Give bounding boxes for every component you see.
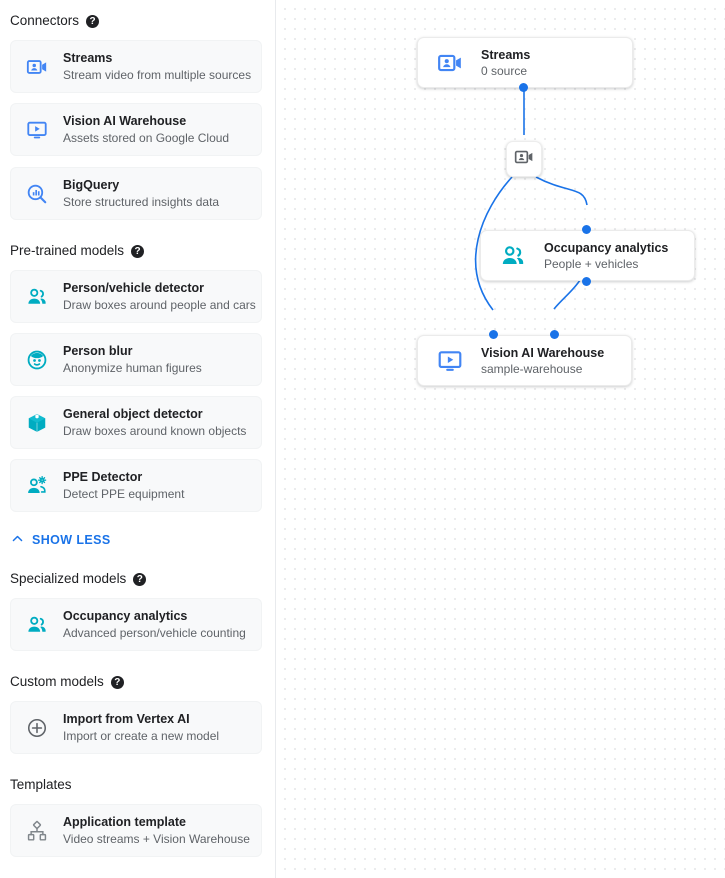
edge-badge-to-occupancy xyxy=(535,176,588,206)
cube-box-icon xyxy=(25,411,49,435)
graph-node-title: Occupancy analytics xyxy=(544,240,669,255)
help-icon[interactable]: ? xyxy=(86,14,100,28)
component-palette-sidebar: Connectors ? Streams Stream video from m… xyxy=(0,0,276,878)
monitor-play-icon xyxy=(436,347,464,375)
person-gear-icon xyxy=(25,474,49,498)
palette-item-title: BigQuery xyxy=(63,177,120,192)
section-header-pre-trained-models: Pre-trained models ? xyxy=(0,243,145,259)
port-streams-output[interactable] xyxy=(519,83,528,92)
graph-node-streams[interactable]: Streams 0 source xyxy=(417,37,633,88)
graph-node-stream-badge[interactable] xyxy=(506,141,542,177)
section-title: Specialized models xyxy=(10,571,127,586)
video-camera-account-icon xyxy=(436,49,464,77)
palette-item-subtitle: Draw boxes around people and cars xyxy=(63,297,256,312)
section-title: Custom models xyxy=(10,674,104,689)
help-icon[interactable]: ? xyxy=(131,244,145,258)
palette-item-person-blur[interactable]: Person blur Anonymize human figures xyxy=(10,333,262,386)
palette-item-person-vehicle-detector[interactable]: Person/vehicle detector Draw boxes aroun… xyxy=(10,270,262,323)
palette-item-bigquery[interactable]: BigQuery Store structured insights data xyxy=(10,167,262,220)
section-header-specialized-models: Specialized models ? xyxy=(0,571,147,587)
palette-item-subtitle: Video streams + Vision Warehouse xyxy=(63,831,250,846)
section-title: Pre-trained models xyxy=(10,243,125,258)
graph-node-vision-ai-warehouse[interactable]: Vision AI Warehouse sample-warehouse xyxy=(417,335,632,386)
palette-item-streams[interactable]: Streams Stream video from multiple sourc… xyxy=(10,40,262,93)
palette-item-subtitle: Import or create a new model xyxy=(63,728,220,743)
palette-item-title: Person/vehicle detector xyxy=(63,280,205,295)
palette-item-title: Person blur xyxy=(63,343,133,358)
graph-node-title: Streams xyxy=(481,47,531,62)
palette-item-subtitle: Anonymize human figures xyxy=(63,360,202,375)
section-title: Connectors xyxy=(10,13,80,28)
monitor-play-icon xyxy=(25,118,49,142)
palette-item-ppe-detector[interactable]: PPE Detector Detect PPE equipment xyxy=(10,459,262,512)
palette-item-title: General object detector xyxy=(63,406,203,421)
palette-item-title: Vision AI Warehouse xyxy=(63,113,187,128)
face-circle-icon xyxy=(25,348,49,372)
graph-node-subtitle: 0 source xyxy=(481,63,528,78)
palette-item-vision-ai-warehouse[interactable]: Vision AI Warehouse Assets stored on Goo… xyxy=(10,103,262,156)
palette-item-occupancy-analytics[interactable]: Occupancy analytics Advanced person/vehi… xyxy=(10,598,262,651)
graph-edges xyxy=(474,63,588,311)
video-camera-account-icon xyxy=(25,55,49,79)
palette-item-subtitle: Draw boxes around known objects xyxy=(63,423,247,438)
palette-item-title: Streams xyxy=(63,50,113,65)
palette-item-subtitle: Store structured insights data xyxy=(63,194,220,209)
palette-item-application-template[interactable]: Application template Video streams + Vis… xyxy=(10,804,262,857)
port-warehouse-input-right[interactable] xyxy=(550,330,559,339)
graph-node-subtitle: People + vehicles xyxy=(544,256,639,271)
chevron-up-icon xyxy=(10,531,25,549)
graph-node-subtitle: sample-warehouse xyxy=(481,361,583,376)
section-header-custom-models: Custom models ? xyxy=(0,674,124,690)
help-icon[interactable]: ? xyxy=(133,572,147,586)
people-group-icon xyxy=(25,285,49,309)
palette-item-subtitle: Assets stored on Google Cloud xyxy=(63,130,230,145)
graph-node-occupancy-analytics[interactable]: Occupancy analytics People + vehicles xyxy=(480,230,695,281)
section-title: Templates xyxy=(10,777,72,792)
palette-item-subtitle: Advanced person/vehicle counting xyxy=(63,625,246,640)
palette-item-title: Import from Vertex AI xyxy=(63,711,190,726)
palette-item-title: PPE Detector xyxy=(63,469,143,484)
plus-circle-icon xyxy=(25,716,49,740)
people-group-icon xyxy=(25,613,49,637)
bigquery-search-icon xyxy=(25,182,49,206)
pipeline-graph-canvas[interactable]: Streams 0 source Occupancy analytics Peo… xyxy=(276,0,725,878)
edge-badge-to-warehouse xyxy=(474,176,513,311)
palette-item-title: Occupancy analytics xyxy=(63,608,188,623)
palette-item-general-object-detector[interactable]: General object detector Draw boxes aroun… xyxy=(10,396,262,449)
hierarchy-icon xyxy=(25,819,49,843)
graph-node-title: Vision AI Warehouse xyxy=(481,345,605,360)
show-less-button[interactable]: SHOW LESS xyxy=(0,531,111,549)
port-warehouse-input-left[interactable] xyxy=(489,330,498,339)
help-icon[interactable]: ? xyxy=(110,675,124,689)
palette-item-title: Application template xyxy=(63,814,186,829)
section-header-templates: Templates xyxy=(0,777,72,793)
people-group-icon xyxy=(499,242,527,270)
port-occupancy-output[interactable] xyxy=(582,277,591,286)
palette-item-subtitle: Stream video from multiple sources xyxy=(63,67,252,82)
palette-item-import-from-vertex-ai[interactable]: Import from Vertex AI Import or create a… xyxy=(10,701,262,754)
palette-item-subtitle: Detect PPE equipment xyxy=(63,486,185,501)
port-occupancy-input[interactable] xyxy=(582,225,591,234)
video-camera-account-icon xyxy=(514,147,534,172)
show-less-label: SHOW LESS xyxy=(32,533,111,547)
section-header-connectors: Connectors ? xyxy=(0,13,100,29)
